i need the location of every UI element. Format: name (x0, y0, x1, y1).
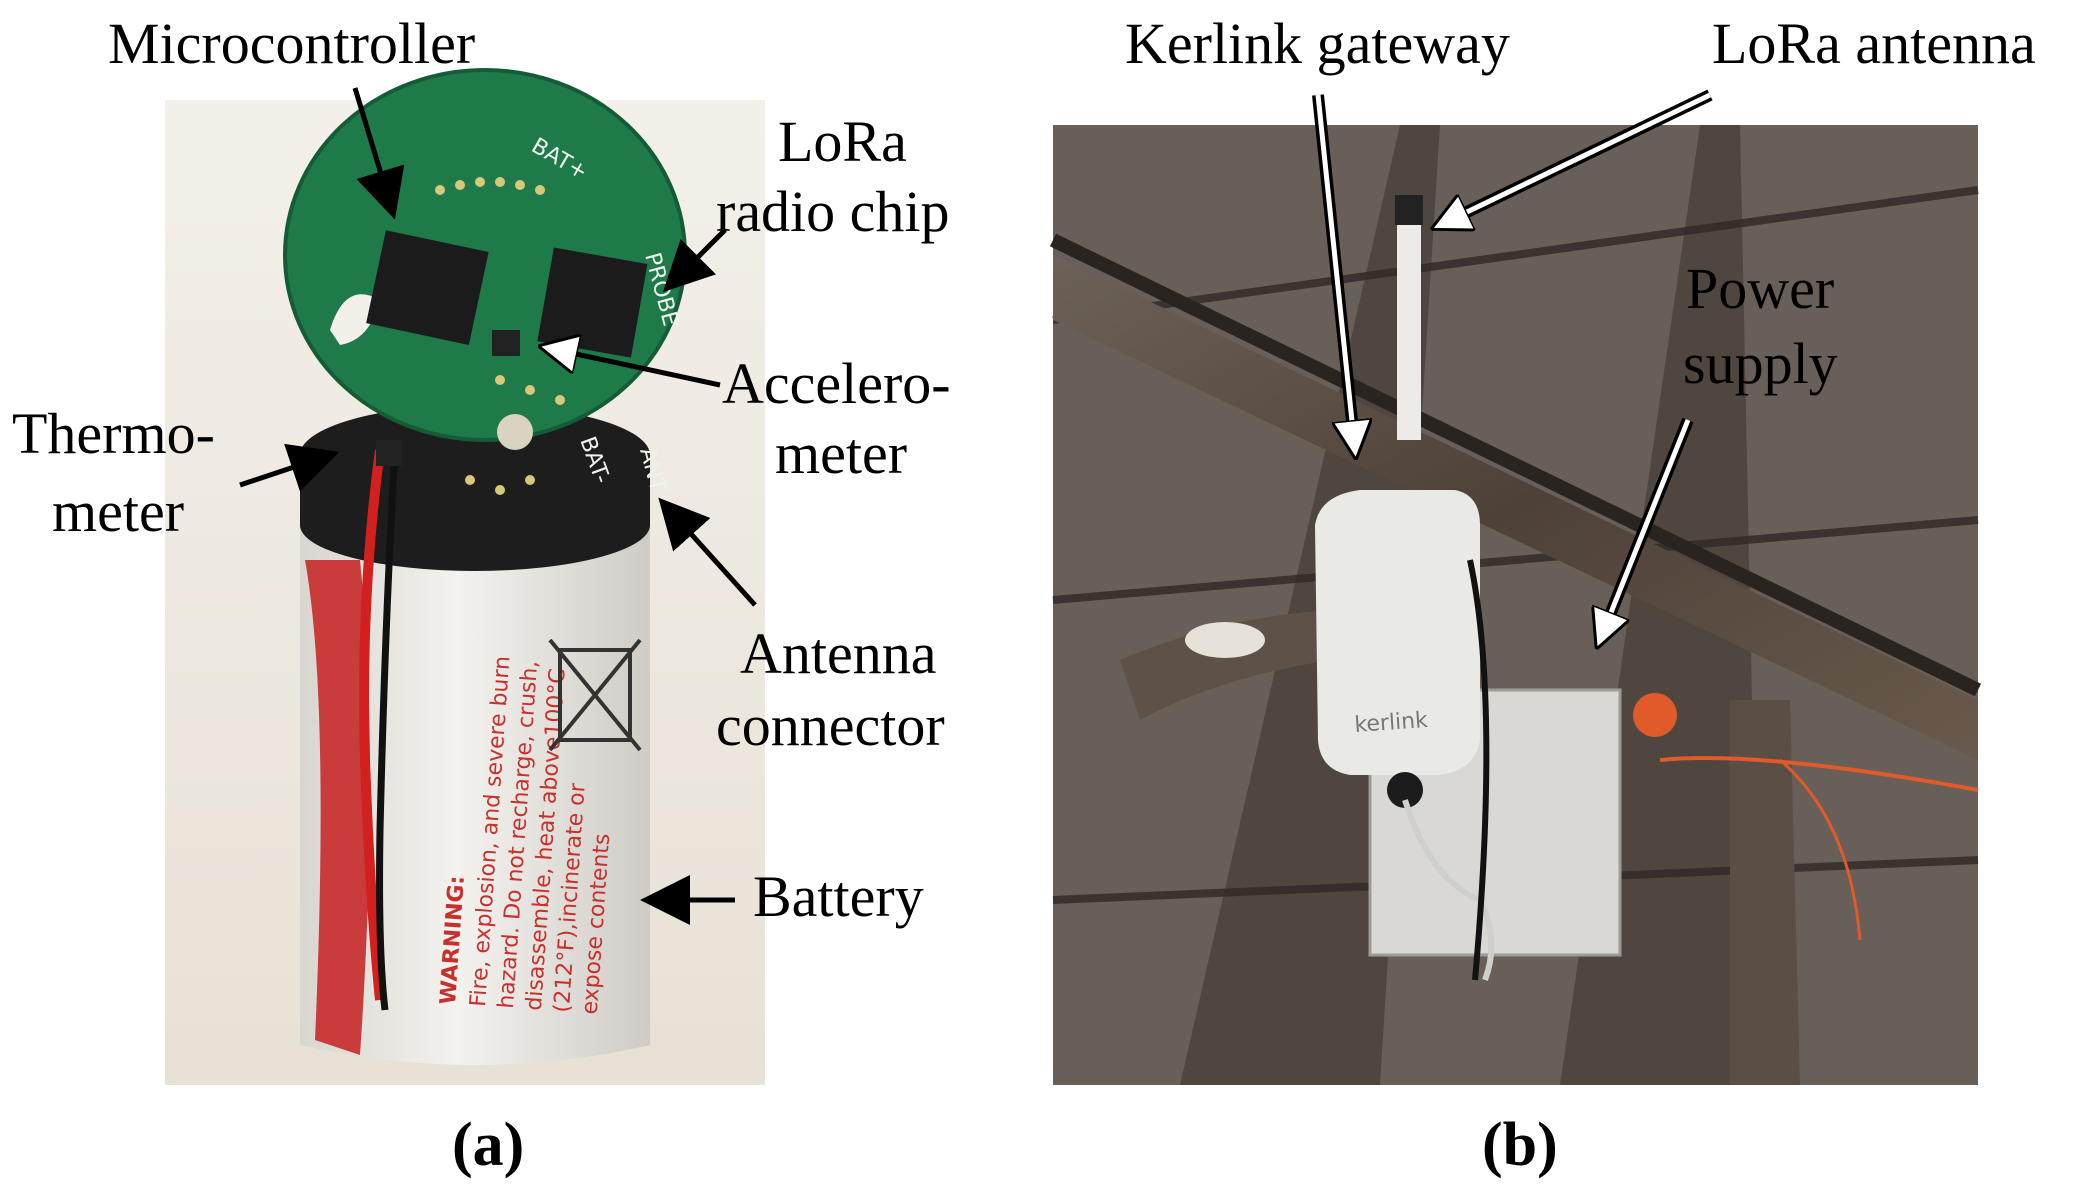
label-antenna-connector-line1: Antenna (740, 621, 937, 686)
panel-b-arrows (1312, 89, 1713, 640)
arrow-kerlink-gateway (1312, 94, 1355, 450)
label-thermometer-line2: meter (52, 479, 185, 544)
label-thermometer-line1: Thermo- (12, 401, 215, 466)
accelerometer-chip (492, 330, 520, 356)
wooden-beam (1053, 255, 1978, 760)
arrow-accelerometer (548, 348, 721, 388)
sensor-photo: WARNING: Fire, explosion, and severe bur… (165, 68, 765, 1085)
arrow-antenna-connector (658, 497, 757, 607)
caption-panel-b: (b) (1482, 1111, 1558, 1179)
svg-text:kerlink: kerlink (1354, 708, 1429, 738)
arrow-thermometer (239, 443, 340, 492)
label-power-supply-line1: Power (1686, 256, 1835, 321)
gateway-photo: kerlink (1049, 125, 1982, 1085)
label-microcontroller: Microcontroller (108, 11, 476, 76)
thermometer-chip (376, 440, 402, 466)
panel-a-arrows (239, 87, 757, 925)
arrow-microcontroller (352, 87, 405, 220)
label-lora-antenna: LoRa antenna (1712, 11, 2036, 76)
label-accelerometer-line2: meter (775, 421, 908, 486)
microcontroller-chip (366, 230, 489, 345)
kerlink-gateway-box (1315, 490, 1480, 775)
label-lora-radio-chip-line2: radio chip (716, 179, 950, 244)
label-power-supply-line2: supply (1683, 331, 1838, 396)
label-accelerometer-line1: Accelero- (722, 351, 951, 416)
label-battery: Battery (753, 864, 924, 929)
caption-panel-a: (a) (452, 1111, 525, 1179)
lora-antenna (1397, 200, 1421, 440)
label-lora-radio-chip-line1: LoRa (778, 109, 907, 174)
arrow-lora-antenna (1440, 89, 1713, 225)
label-antenna-connector-line2: connector (716, 693, 945, 758)
arrow-power-supply (1600, 417, 1694, 640)
weee-bin-icon (548, 638, 642, 752)
lora-radio-chip (537, 247, 648, 358)
arrow-lora-chip (662, 228, 727, 293)
label-kerlink-gateway: Kerlink gateway (1125, 11, 1510, 76)
